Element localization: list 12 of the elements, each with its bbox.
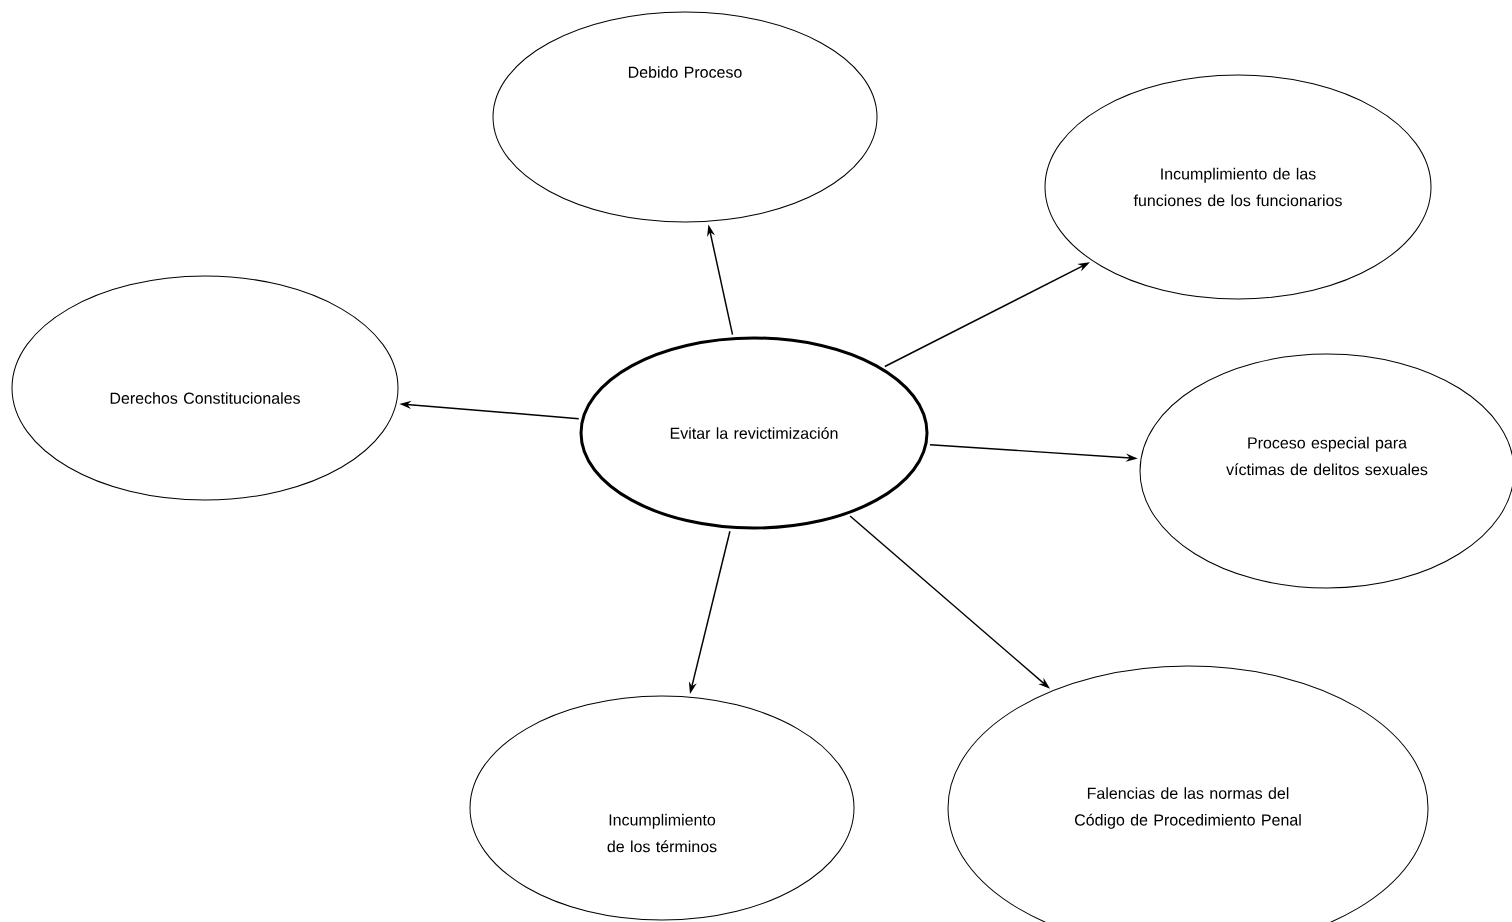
concept-ellipse bbox=[469, 695, 855, 921]
node-text: Proceso especial para víctimas de delitos sexuales bbox=[1226, 436, 1428, 476]
concept-ellipse bbox=[11, 275, 399, 501]
concept-ellipse bbox=[492, 11, 878, 223]
node-text: Falencias de las normas del Código de Procedimiento Penal bbox=[1075, 787, 1301, 829]
node-text: Incumplimiento de los términos bbox=[607, 813, 717, 853]
node-text: Evitar la revictimización bbox=[670, 427, 838, 439]
concept-ellipse bbox=[1044, 74, 1432, 300]
node-text: Derechos Constitucionales bbox=[110, 392, 300, 404]
node-text: Debido Proceso bbox=[628, 66, 742, 78]
central-ellipse bbox=[579, 336, 929, 530]
node-text: Incumplimiento de las funciones de los funcionarios bbox=[1133, 167, 1342, 207]
